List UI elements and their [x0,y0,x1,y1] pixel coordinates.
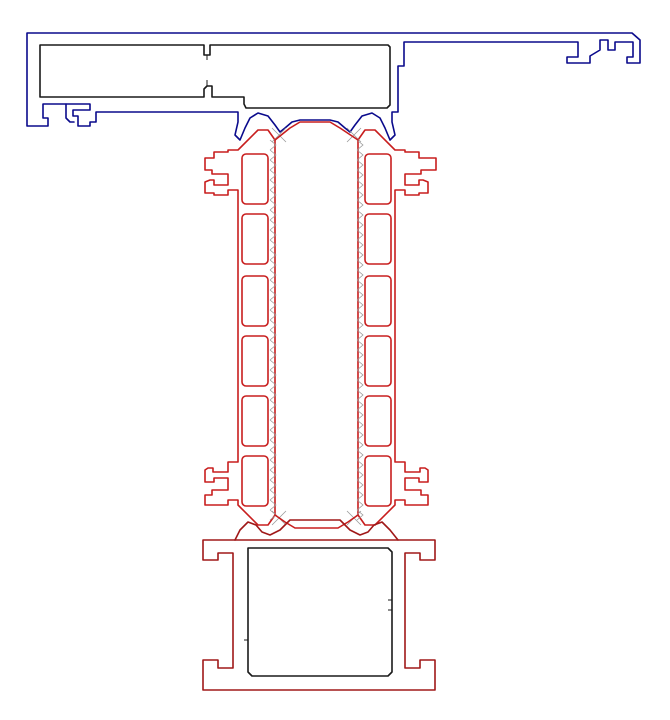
strip-cell [241,153,269,205]
strip-hatch-zigzag [356,139,364,521]
central-web-bottom [274,514,359,529]
strip-cell [364,153,392,205]
right-strip-cells [364,153,392,507]
left-strip-outline [204,129,276,526]
right-thermal-strip [346,127,437,526]
strip-cell [241,395,269,447]
strip-cell [364,213,392,265]
lower-chamber-outline [247,547,393,677]
strip-cell [364,275,392,327]
right-strip-outline [357,129,437,526]
right-strip-hatch [346,127,364,526]
top-cap-left-hook [65,103,75,123]
strip-cell [364,455,392,507]
strip-cell [241,335,269,387]
central-web-top [274,121,359,141]
left-thermal-strip [204,127,287,526]
upper-chamber [39,44,391,109]
left-strip-cells [241,153,269,507]
strip-cell [364,335,392,387]
lower-box-top-lugs [234,519,399,541]
upper-chamber-outline [39,44,391,109]
strip-hatch-zigzag [269,139,277,521]
left-strip-hatch [269,127,287,526]
lower-box-profile [202,519,436,691]
top-cap-profile [26,32,641,141]
lower-chamber-ticks [244,599,392,641]
strip-cell [364,395,392,447]
lower-box-outline [202,539,436,691]
central-web [274,121,359,529]
strip-cell [241,213,269,265]
top-cap-outline [26,32,641,141]
strip-cell [241,455,269,507]
strip-cell [241,275,269,327]
lower-chamber [244,547,393,677]
